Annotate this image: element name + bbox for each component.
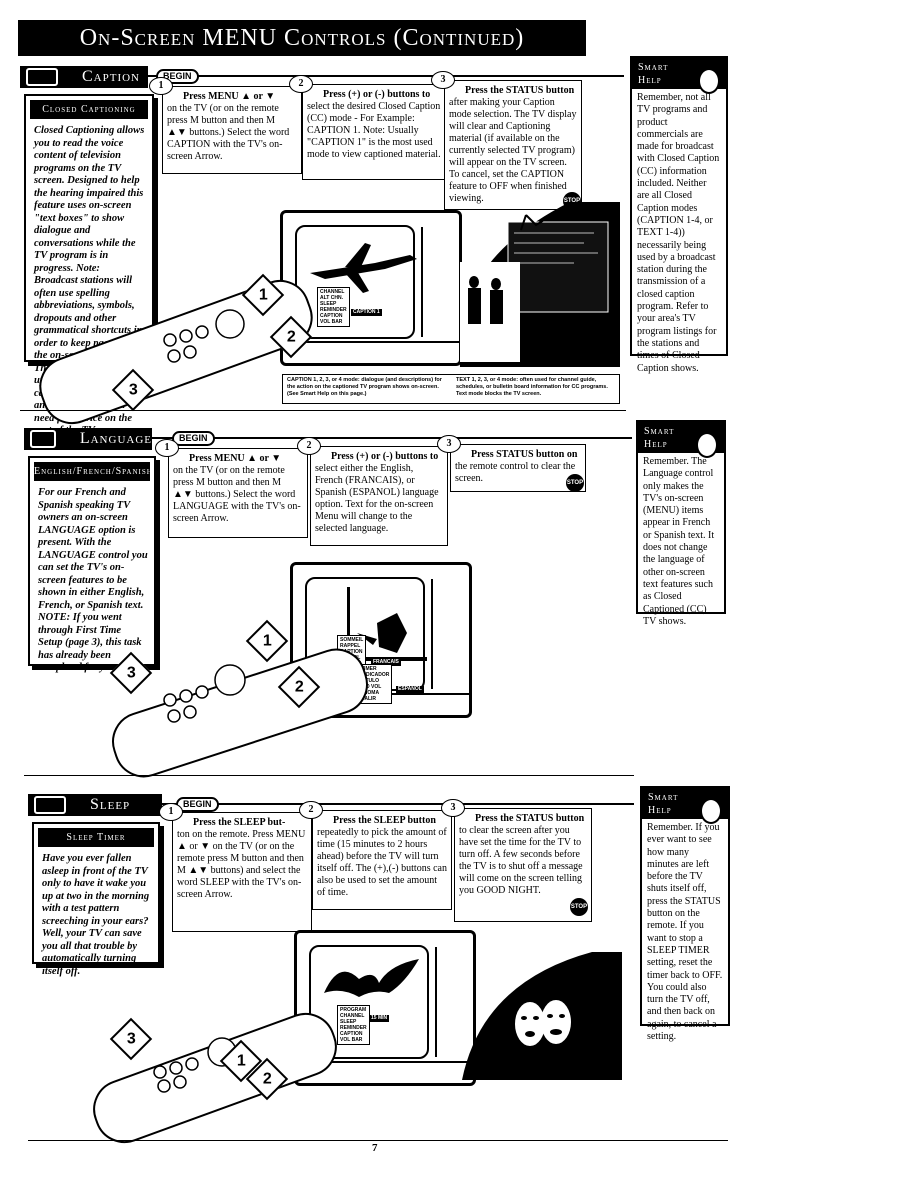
caption-sidebar-title: Closed Captioning (30, 100, 148, 119)
caption-step-3: 3 Press the STATUS button after making y… (431, 71, 582, 210)
sleep-step-2: 2 Press the SLEEP button repeatedly to p… (299, 801, 452, 910)
tv-screen: CHANNEL ALT CHN. SLEEP REMINDER CAPTION … (295, 225, 417, 339)
language-step-2: 2 Press (+) or (-) buttons to select eit… (297, 437, 448, 546)
sleep-heading: Sleep (90, 796, 131, 813)
language-smart-help-text: Remember. The Language control only make… (643, 456, 715, 627)
menu-tab-icon (34, 796, 66, 814)
caption-tv-illustration: CHANNEL ALT CHN. SLEEP REMINDER CAPTION … (280, 210, 462, 366)
sleep-osd-value: 15 MIN (369, 1015, 390, 1022)
sleep-step-1: 1 Press the SLEEP but- ton on the remote… (159, 803, 312, 932)
step-number-2: 2 (299, 801, 323, 819)
language-sidebar-title: English/French/Spanish (34, 462, 152, 481)
sleep-rule (162, 803, 634, 805)
sleep-osd-menu: PROGRAM CHANNEL SLEEP REMINDER CAPTION V… (337, 1005, 370, 1045)
page-number: 7 (372, 1142, 378, 1154)
menu-tab-icon (30, 430, 56, 448)
caption-step-2-lead: Press (+) or (-) buttons to (323, 89, 431, 100)
airplane-image (310, 243, 417, 293)
lightbulb-icon (696, 432, 718, 458)
caption-step-1: 1 Press MENU ▲ or ▼ on the TV (or on the… (149, 77, 302, 174)
caption-step-1-lead: Press MENU ▲ or ▼ (183, 91, 276, 102)
language-heading-bar: Language (24, 428, 152, 450)
language-step-1: 1 Press MENU ▲ or ▼ on the TV (or on the… (155, 439, 308, 538)
tv-side-panel (421, 227, 453, 337)
caption-heading: Caption (82, 68, 141, 85)
sleep-step-3-lead: Press the STATUS button (475, 813, 585, 824)
language-bottom-rule (24, 775, 634, 776)
menu-tab-icon (26, 68, 58, 86)
caption-step-2-text: select the desired Closed Caption (CC) m… (307, 101, 441, 160)
lightbulb-icon (698, 68, 720, 94)
caption-step-3-lead: Press the STATUS button (465, 85, 575, 96)
step-number-1: 1 (155, 439, 179, 457)
sleep-sidebar-title: Sleep Timer (38, 828, 154, 847)
caption-osd-menu: CHANNEL ALT CHN. SLEEP REMINDER CAPTION … (317, 287, 350, 327)
remote-buttons (163, 664, 246, 723)
language-step-1-lead: Press MENU ▲ or ▼ (189, 453, 282, 464)
caption-step-2: 2 Press (+) or (-) buttons to select the… (289, 75, 446, 180)
sleep-step-1-text: ton on the remote. Press MENU ▲ or ▼ on … (177, 829, 306, 900)
language-step-3-lead: Press STATUS button on (471, 449, 578, 460)
tv-base (297, 1061, 473, 1083)
caption-step-3-text: after making your Caption mode selection… (449, 97, 577, 204)
sleep-step-3: 3 Press the STATUS button to clear the s… (441, 799, 592, 922)
step-number-3: 3 (431, 71, 455, 89)
step-number-2: 2 (297, 437, 321, 455)
sleep-sidebar: Sleep Timer Have you ever fallen asleep … (32, 822, 160, 977)
language-step-2-lead: Press (+) or (-) buttons to (331, 451, 439, 462)
sleep-smart-help-text: Remember. If you ever want to see how ma… (647, 822, 723, 1043)
bat-silhouette-image (324, 959, 419, 997)
language-osd-value-spanish: ESPANOL (396, 686, 424, 693)
language-step-3-text: the remote control to clear the screen. (455, 461, 576, 484)
caption-rule (148, 75, 624, 77)
sleep-bottom-rule (28, 1140, 728, 1141)
sleep-step-1-lead: Press the SLEEP but- (193, 817, 286, 828)
sleep-heading-bar: Sleep (28, 794, 162, 816)
language-begin-badge: BEGIN (172, 431, 215, 446)
step-number-2: 2 (289, 75, 313, 93)
caption-osd-value: CAPTION 1 (351, 309, 382, 316)
lightbulb-icon (700, 798, 722, 824)
language-sidebar-text: For our French and Spanish speaking TV o… (38, 487, 148, 673)
step-number-1: 1 (159, 803, 183, 821)
sleep-step-2-lead: Press the SLEEP button (333, 815, 436, 826)
page-title: On-Screen MENU Controls (Continued) (18, 20, 586, 56)
tv-side-panel (431, 579, 463, 689)
language-stop-icon: STOP (566, 474, 584, 492)
text-mode-note: TEXT 1, 2, 3, or 4 mode: often used for … (456, 377, 608, 397)
arrow-cursor-icon (520, 214, 545, 231)
language-step-2-text: select either the English, French (FRANC… (315, 463, 439, 534)
sleep-stop-icon: STOP (570, 898, 588, 916)
remote-buttons (163, 309, 245, 363)
caption-heading-bar: Caption (20, 66, 148, 88)
step-number-1: 1 (149, 77, 173, 95)
sleep-sidebar-text: Have you ever fallen asleep in front of … (42, 853, 150, 977)
remote-buttons (153, 1037, 237, 1093)
tv-side-panel (435, 947, 467, 1057)
language-step-3: 3 Press STATUS button on the remote cont… (437, 435, 586, 492)
sleep-begin-badge: BEGIN (176, 797, 219, 812)
caption-step-1-text: on the TV (or on the remote press M butt… (167, 103, 290, 162)
sleep-step-2-text: repeatedly to pick the amount of time (1… (317, 827, 447, 898)
caption-notes-strip: CAPTION 1, 2, 3, or 4 mode: dialogue (an… (282, 374, 620, 404)
caption-screen-demo (459, 202, 620, 367)
caption-sidebar: Closed Captioning Closed Captioning allo… (24, 94, 154, 436)
caption-bottom-rule (20, 410, 626, 411)
language-osd-value-french: FRANCAIS (371, 659, 401, 666)
caption-smart-help-text: Remember, not all TV programs and produc… (637, 92, 720, 374)
step-number-3: 3 (441, 799, 465, 817)
language-step-1-text: on the TV (or on the remote press M butt… (173, 465, 301, 524)
step-number-3: 3 (437, 435, 461, 453)
caption-mode-note: CAPTION 1, 2, 3, or 4 mode: dialogue (an… (287, 377, 442, 397)
language-heading: Language (79, 430, 152, 447)
language-sidebar: English/French/Spanish For our French an… (28, 456, 156, 673)
sleep-screen-demo (462, 952, 622, 1080)
language-rule (152, 437, 632, 439)
tv-base (283, 341, 459, 363)
sleep-step-3-text: to clear the screen after you have set t… (459, 825, 583, 896)
